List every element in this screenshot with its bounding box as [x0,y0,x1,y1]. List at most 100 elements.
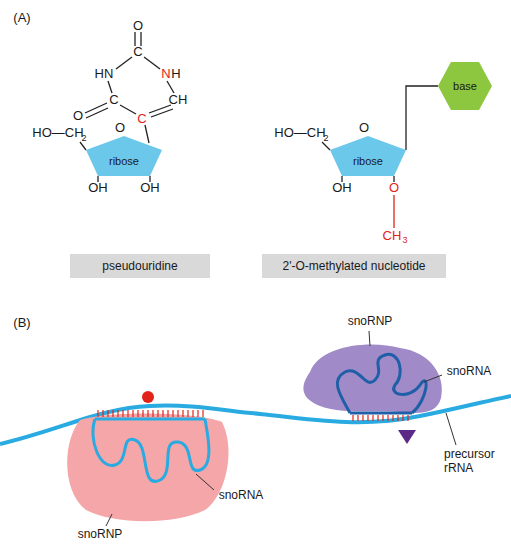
base-pair-tick [387,415,388,421]
subscript: 2 [323,133,328,143]
bond-line [167,81,174,93]
atom-label: OH [332,181,352,196]
leader-line [369,331,370,346]
callout-label: precursor rRNA [444,448,508,476]
bond-line [86,108,108,118]
node-label: ribose [353,155,383,167]
base-pair-tick [172,410,173,417]
glycosidic-bond [406,86,438,150]
base-pair-tick [142,410,143,417]
base-pair-tick [147,410,148,417]
atom-label: O [359,121,369,136]
base-pair-tick [407,415,408,421]
atom-label: OH [140,181,160,196]
base-pairs [98,410,203,417]
base-pair-tick [367,415,368,421]
bond-line [120,105,136,114]
sugar-pentagon: ribose [330,136,406,176]
atom-label: O [389,181,399,196]
leader-line [424,375,442,382]
base-pair-tick [102,410,103,417]
bond-line [85,103,107,113]
callout-label: snoRNA [447,365,492,379]
sugar-pentagon: ribose [86,136,162,176]
base-pair-tick [157,410,158,417]
base-pair-tick [122,410,123,417]
atom-label: C [109,93,118,108]
leader-line [446,413,456,445]
bond-line [108,81,112,93]
base-pair-tick [177,410,178,417]
base-pair-tick [197,410,198,417]
base-pairs [353,415,408,421]
base-pair-tick [167,410,168,417]
base-pair-tick [162,410,163,417]
atom-label: O [133,19,143,34]
methyl-mark [398,430,416,444]
base-pair-tick [117,410,118,417]
base-pair-tick [152,410,153,417]
leader-line [196,474,214,490]
atom-label: OH [88,181,108,196]
base-pair-tick [137,410,138,417]
snornp-blob [303,345,441,413]
snorna-strand [93,419,209,481]
panel-letter: (B) [13,316,30,331]
base-pair-tick [362,415,363,421]
node-label: ribose [109,155,139,167]
bond-line [149,105,171,113]
base-pair-tick [132,410,133,417]
base-pair-tick [372,415,373,421]
bond-line [322,142,330,150]
panel-letter: (A) [13,11,30,26]
base-hexagon-fill [438,62,492,110]
atom-label: CH [383,229,402,244]
atom-label: CH [169,93,188,108]
base-pair-tick [97,410,98,417]
snornp-blob [67,413,228,521]
sugar-pentagon-fill [330,136,406,176]
atom-label: HO—CH [274,126,325,141]
caption-band: 2'-O-methylated nucleotide [262,254,446,278]
bond-line [145,125,149,143]
base-hexagon: base [438,62,492,110]
sugar-pentagon-fill [86,136,162,176]
chemical-bonds [80,32,394,228]
caption-band: pseudouridine [70,254,210,278]
callout-label: snoRNA [219,489,264,503]
bond-line [393,195,394,228]
atom-label: C [133,45,142,60]
subscript: 3 [402,235,407,245]
node-label: 2'-O-methylated nucleotide [282,259,425,273]
base-pair-tick [397,415,398,421]
bond-line [80,142,86,150]
subscript: 2 [81,133,86,143]
base-pair-tick [357,415,358,421]
bond-line [116,57,132,69]
base-pair-tick [107,410,108,417]
base-pair-tick [352,415,353,421]
leader-line [106,514,112,526]
snorna-strand [337,354,426,413]
base-pair-tick [182,410,183,417]
base-pair-tick [392,415,393,421]
atom-label: HO—CH [32,126,83,141]
base-pair-tick [382,415,383,421]
callout-label: snoRNP [78,528,123,542]
atom-label: H [171,67,180,82]
node-label: base [453,80,477,92]
base-pair-tick [187,410,188,417]
modification-dot [142,391,154,403]
base-pair-tick [192,410,193,417]
base-pair-tick [402,415,403,421]
base-pair-tick [377,415,378,421]
bond-line [151,109,173,117]
node-label: pseudouridine [102,259,177,273]
base-pair-tick [202,410,203,417]
atom-label: C [137,112,146,127]
callout-label: snoRNP [348,315,393,329]
bond-line [144,57,160,69]
atom-label: N [161,67,170,82]
atom-label: O [73,109,83,124]
